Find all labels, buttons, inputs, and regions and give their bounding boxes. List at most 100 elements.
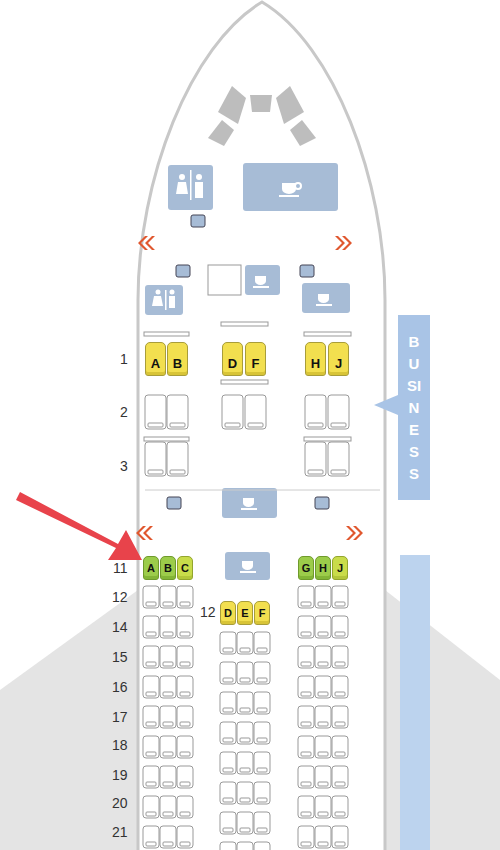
seat: D	[222, 342, 243, 376]
galleys-and-lavatories	[145, 163, 350, 580]
seat-letter: E	[241, 608, 248, 619]
seat-outline	[298, 766, 314, 788]
seat-cushion	[223, 678, 233, 682]
seat-cushion	[146, 662, 156, 666]
row-number: 11	[113, 561, 128, 575]
row-number: 14	[112, 620, 128, 634]
seat-outline	[315, 616, 331, 638]
seat-cushion	[240, 708, 250, 712]
seat-outline	[245, 395, 266, 429]
seat-cushion	[180, 842, 190, 846]
seat-cushion	[146, 692, 156, 696]
seat-cushion	[180, 782, 190, 786]
seat-outline	[143, 796, 159, 818]
seat-outline	[332, 616, 348, 638]
seat-outline	[315, 826, 331, 848]
seat-outline	[332, 796, 348, 818]
seat-outline	[177, 736, 193, 758]
seat-outline	[167, 442, 188, 476]
seat-outline	[298, 616, 314, 638]
seat-outline	[160, 646, 176, 668]
seat-outline	[237, 842, 253, 850]
row-number: 12	[200, 605, 216, 619]
seat-outline	[237, 662, 253, 684]
row-number: 15	[112, 650, 128, 664]
seat-outline	[177, 766, 193, 788]
seat-outline	[177, 796, 193, 818]
seat-outline	[177, 706, 193, 728]
seat-outline	[237, 782, 253, 804]
seat-outline	[160, 676, 176, 698]
seat-outline	[254, 662, 270, 684]
seat: B	[160, 556, 176, 580]
seat-cushion	[163, 842, 173, 846]
seat-cushion	[163, 692, 173, 696]
seat-outline	[160, 736, 176, 758]
seat-cushion	[240, 738, 250, 742]
row-number: 19	[112, 768, 128, 782]
seat-cushion	[146, 782, 156, 786]
seat-cushion	[335, 842, 345, 846]
seat-cushion	[146, 602, 156, 606]
row-number: 17	[112, 710, 128, 724]
seat-outline	[315, 766, 331, 788]
seat-outline	[298, 646, 314, 668]
seat-cushion	[318, 812, 328, 816]
seat-cushion	[335, 752, 345, 756]
seat-outline	[220, 662, 236, 684]
seat: B	[167, 342, 188, 376]
seat-outline	[220, 812, 236, 834]
seat-outline	[177, 586, 193, 608]
cabin-band: BUSINESS	[398, 315, 430, 500]
seat-outline	[237, 722, 253, 744]
cabin-divider	[145, 490, 380, 491]
seat-outline	[328, 395, 349, 429]
seat: H	[315, 556, 331, 580]
economy-band	[400, 555, 430, 850]
seat-outline	[315, 796, 331, 818]
seat-cushion	[240, 648, 250, 652]
seat-outline	[143, 766, 159, 788]
seat: F	[245, 342, 266, 376]
seat-outline	[160, 796, 176, 818]
seat-cushion	[301, 692, 311, 696]
seat-cushion	[257, 648, 267, 652]
exit-chevrons	[136, 236, 363, 540]
seat-cushion	[146, 812, 156, 816]
seat-outline	[143, 646, 159, 668]
seat-outline	[298, 826, 314, 848]
seat: D	[220, 601, 236, 625]
seat-cushion	[318, 632, 328, 636]
seat-outline	[237, 752, 253, 774]
seat-cushion	[180, 632, 190, 636]
row-number: 21	[112, 825, 128, 839]
seat-outline	[332, 586, 348, 608]
seat-cushion	[180, 602, 190, 606]
seat-cushion	[318, 662, 328, 666]
seat-cushion	[257, 708, 267, 712]
seat-outline	[305, 442, 326, 476]
seat-cushion	[318, 842, 328, 846]
seat-outline	[298, 796, 314, 818]
seat-outline	[220, 842, 236, 850]
row-number: 16	[112, 680, 128, 694]
seat-outline	[143, 586, 159, 608]
seat-outline	[167, 395, 188, 429]
seat-outline	[332, 706, 348, 728]
seat: A	[145, 342, 166, 376]
seat-cushion	[335, 812, 345, 816]
seat: J	[328, 342, 349, 376]
seat-cushion	[163, 812, 173, 816]
seat-outline	[143, 676, 159, 698]
seat-outlines	[143, 322, 351, 850]
seat-cushion	[163, 752, 173, 756]
seat-cushion	[301, 602, 311, 606]
seat-outline	[160, 766, 176, 788]
row-number: 12	[112, 590, 128, 604]
seat: A	[143, 556, 159, 580]
seat-cushion	[223, 708, 233, 712]
seat-cushion	[335, 782, 345, 786]
seat-cushion	[301, 842, 311, 846]
seat-outline	[237, 692, 253, 714]
seat-outline	[298, 586, 314, 608]
